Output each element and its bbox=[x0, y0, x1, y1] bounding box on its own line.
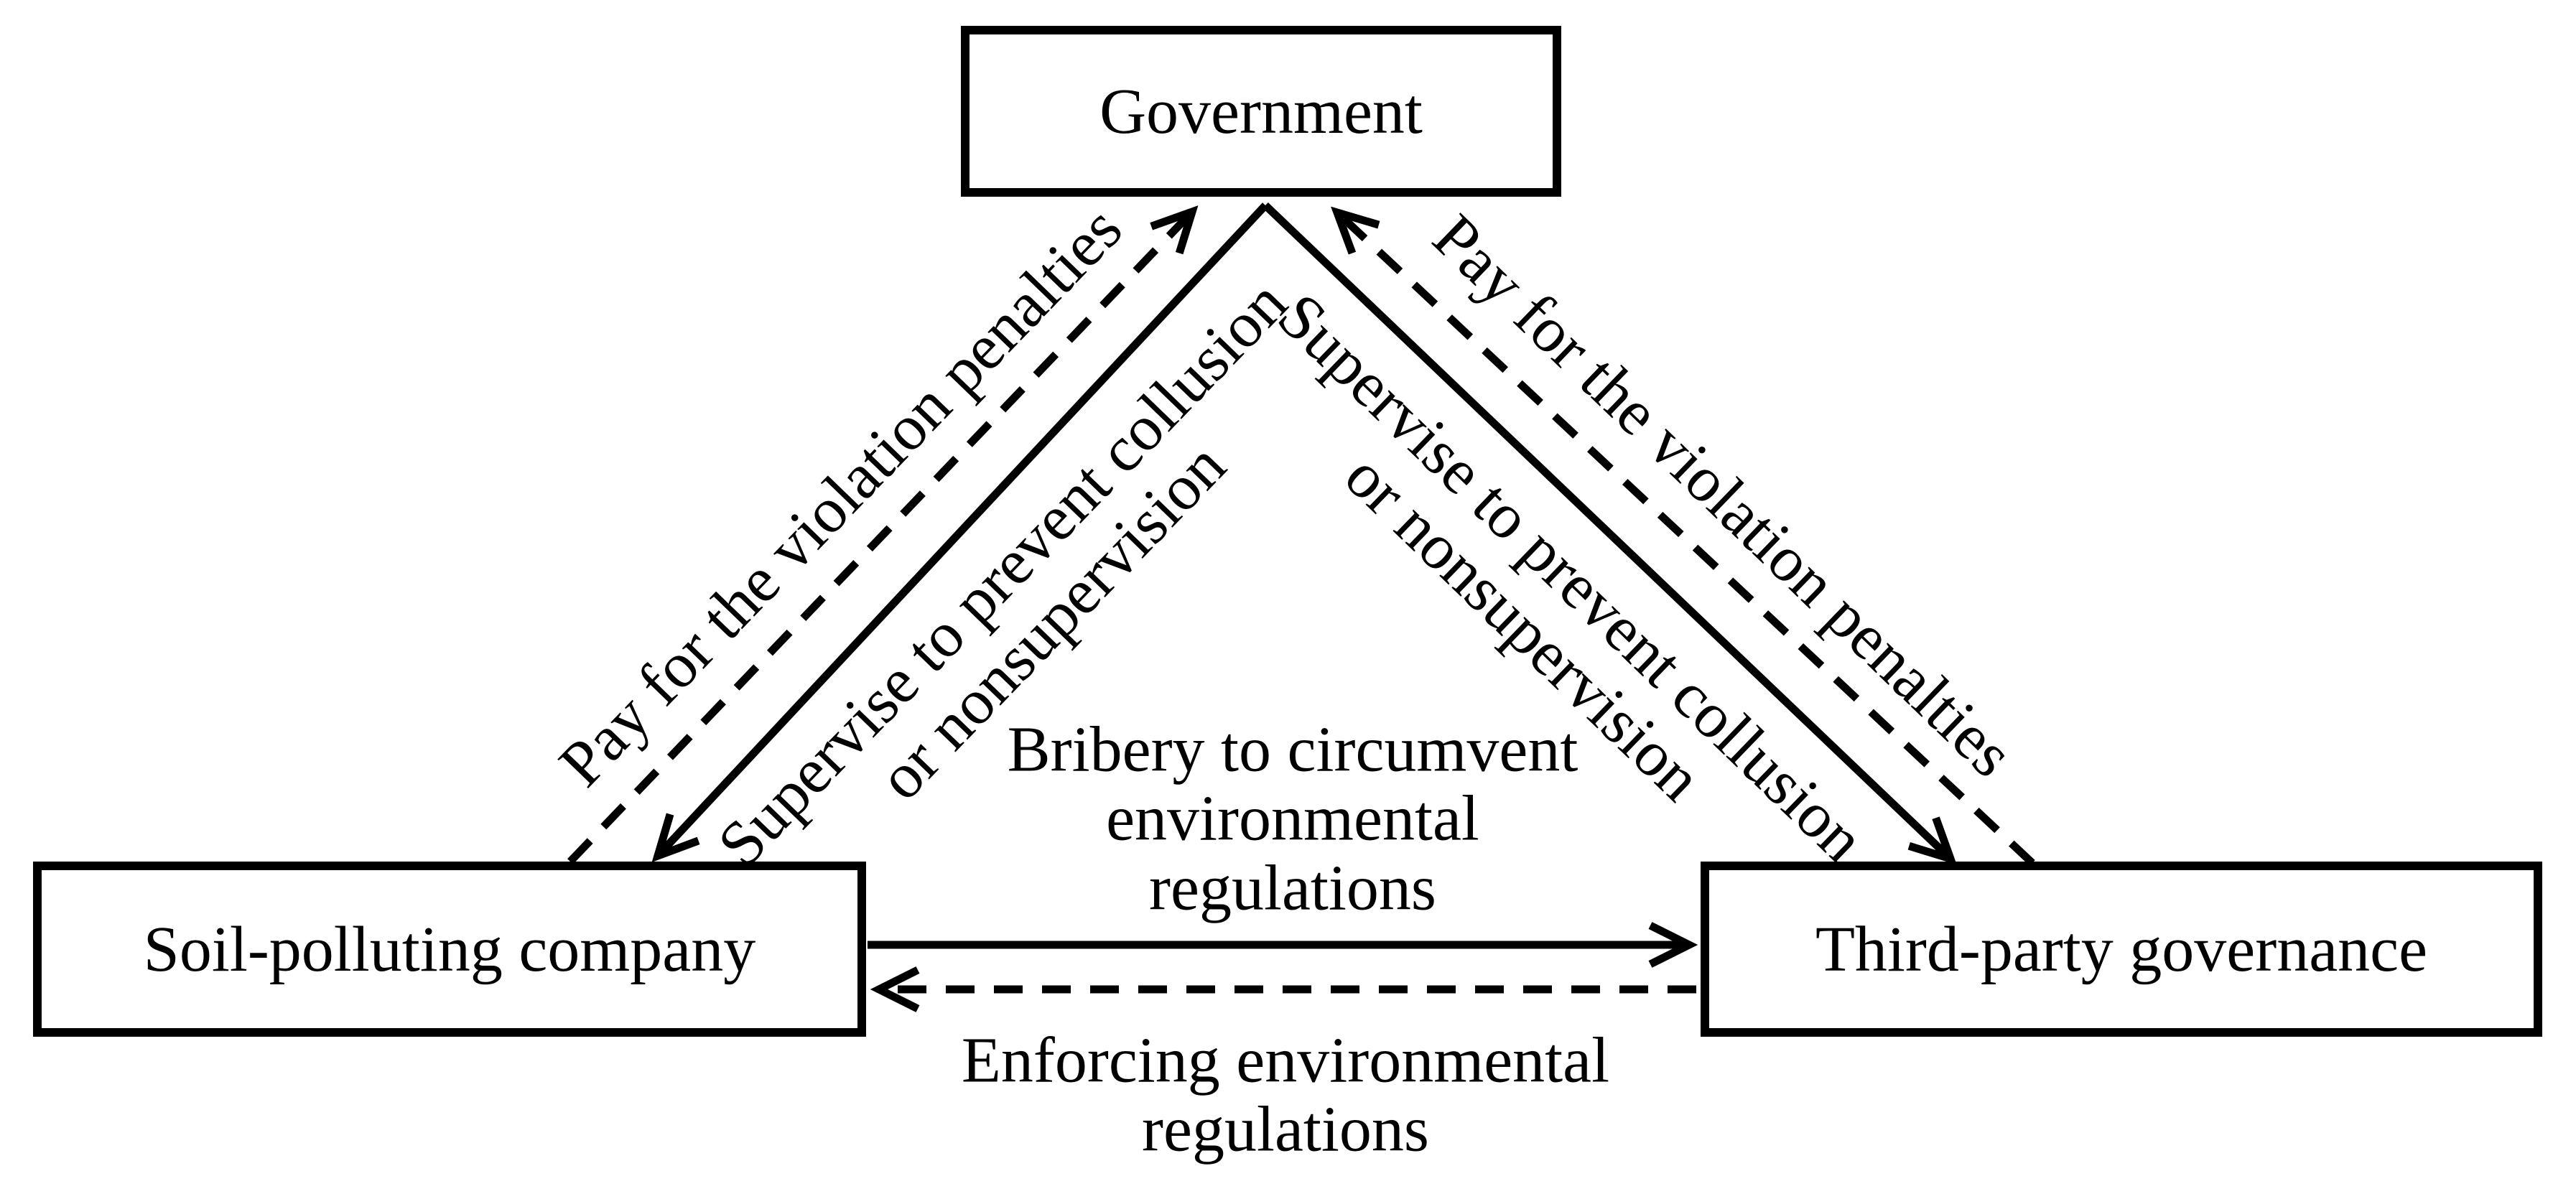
node-company-label: Soil-polluting company bbox=[143, 913, 756, 985]
edge-label-enforcing: Enforcing environmental regulations bbox=[961, 1025, 1610, 1165]
node-third-party-label: Third-party governance bbox=[1815, 913, 2428, 985]
node-soil-polluting-company: Soil-polluting company bbox=[33, 862, 866, 1037]
arrow-solid-government-to-thirdparty bbox=[1263, 202, 1950, 859]
node-government: Government bbox=[961, 26, 1561, 197]
edge-label-bribery: Bribery to circumvent environmental regu… bbox=[1007, 714, 1578, 924]
node-government-label: Government bbox=[1099, 75, 1423, 147]
node-third-party-governance: Third-party governance bbox=[1701, 862, 2542, 1037]
arrow-dashed-company-to-government bbox=[567, 212, 1192, 864]
edge-label-line: Bribery to circumvent bbox=[1007, 714, 1578, 785]
edge-label-line: Enforcing environmental bbox=[961, 1025, 1610, 1096]
arrow-dashed-thirdparty-to-government bbox=[1337, 213, 2035, 867]
arrow-solid-government-to-company bbox=[658, 202, 1269, 856]
edge-label-line: environmental bbox=[1106, 783, 1479, 854]
edge-label-line: regulations bbox=[1142, 1094, 1429, 1165]
edge-label-line: regulations bbox=[1149, 852, 1436, 924]
